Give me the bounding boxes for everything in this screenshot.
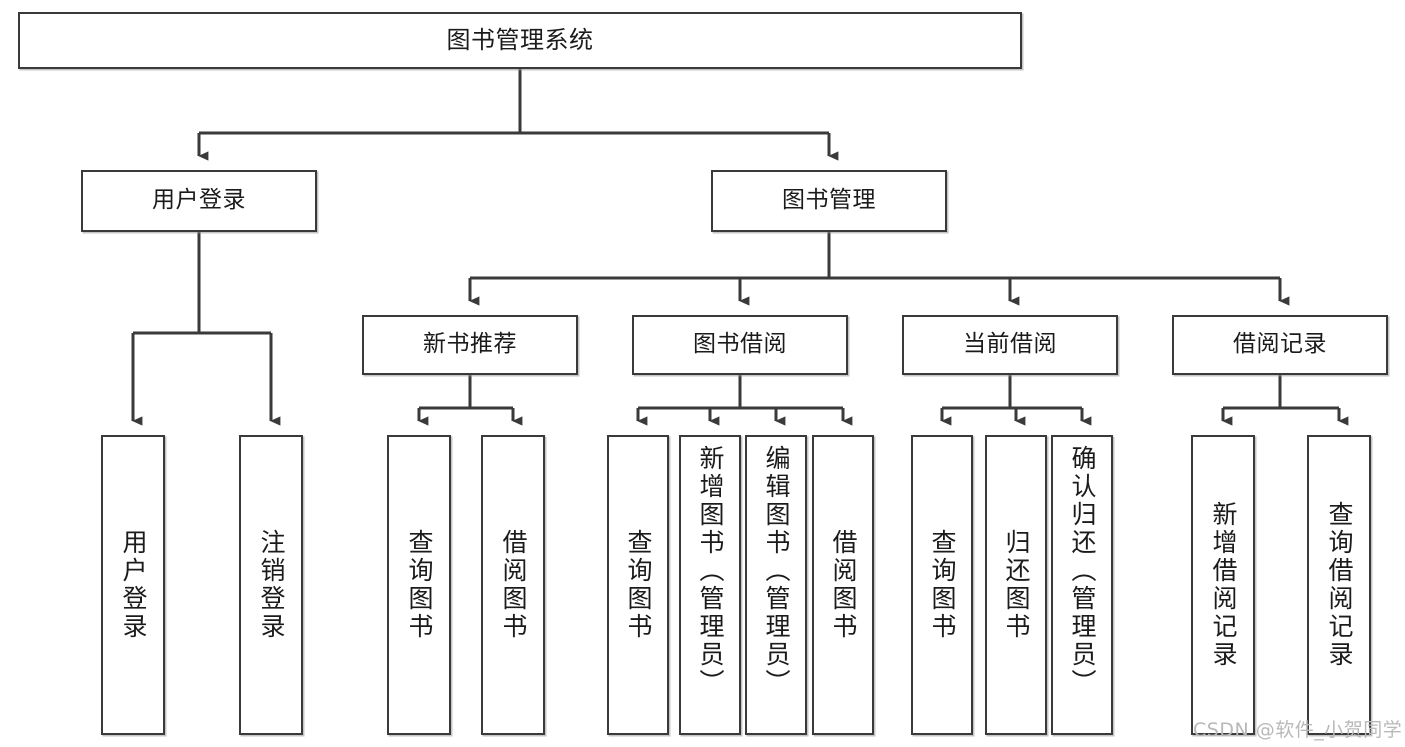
node-leaf-borrow-book-2-label: 借阅图书 [829,529,858,641]
node-leaf-query-book-2-label: 查询图书 [624,529,653,641]
node-leaf-borrow-book-2[interactable]: 借阅图书 [812,435,874,735]
node-leaf-query-book-1-label: 查询图书 [405,529,434,641]
node-new-book-recommend[interactable]: 新书推荐 [362,315,578,375]
node-book-manage-label: 图书管理 [782,187,876,214]
node-leaf-borrow-book-1-label: 借阅图书 [499,529,528,641]
csdn-watermark: CSDN @软件_小贺同学 [1193,719,1403,741]
node-leaf-return-book[interactable]: 归还图书 [985,435,1047,735]
node-leaf-edit-book[interactable]: 编辑图书（管理员） [745,435,807,735]
node-leaf-add-book[interactable]: 新增图书（管理员） [679,435,741,735]
node-current-borrow[interactable]: 当前借阅 [902,315,1118,375]
node-leaf-query-record[interactable]: 查询借阅记录 [1307,435,1371,735]
node-leaf-user-login[interactable]: 用户登录 [101,435,165,735]
node-current-borrow-label: 当前借阅 [963,331,1057,358]
node-user-login[interactable]: 用户登录 [81,170,317,232]
node-leaf-logout[interactable]: 注销登录 [239,435,303,735]
node-leaf-query-book-3[interactable]: 查询图书 [911,435,973,735]
node-new-book-recommend-label: 新书推荐 [423,331,517,358]
node-leaf-confirm-return-label: 确认归还（管理员） [1068,445,1097,697]
node-leaf-query-book-3-label: 查询图书 [928,529,957,641]
node-leaf-add-record[interactable]: 新增借阅记录 [1191,435,1255,735]
node-leaf-query-record-label: 查询借阅记录 [1325,501,1354,669]
node-book-manage[interactable]: 图书管理 [711,170,947,232]
node-leaf-borrow-book-1[interactable]: 借阅图书 [481,435,545,735]
node-root-label: 图书管理系统 [446,26,594,55]
node-borrow-record[interactable]: 借阅记录 [1172,315,1388,375]
node-leaf-query-book-1[interactable]: 查询图书 [387,435,451,735]
node-leaf-add-record-label: 新增借阅记录 [1209,501,1238,669]
node-book-borrow[interactable]: 图书借阅 [632,315,848,375]
node-leaf-edit-book-label: 编辑图书（管理员） [762,445,791,697]
node-leaf-add-book-label: 新增图书（管理员） [696,445,725,697]
node-root[interactable]: 图书管理系统 [18,12,1022,69]
node-leaf-query-book-2[interactable]: 查询图书 [607,435,669,735]
node-user-login-label: 用户登录 [152,187,246,214]
node-borrow-record-label: 借阅记录 [1233,331,1327,358]
node-leaf-confirm-return[interactable]: 确认归还（管理员） [1051,435,1113,735]
node-leaf-user-login-label: 用户登录 [119,529,148,641]
node-leaf-return-book-label: 归还图书 [1002,529,1031,641]
node-leaf-logout-label: 注销登录 [257,529,286,641]
node-book-borrow-label: 图书借阅 [693,331,787,358]
